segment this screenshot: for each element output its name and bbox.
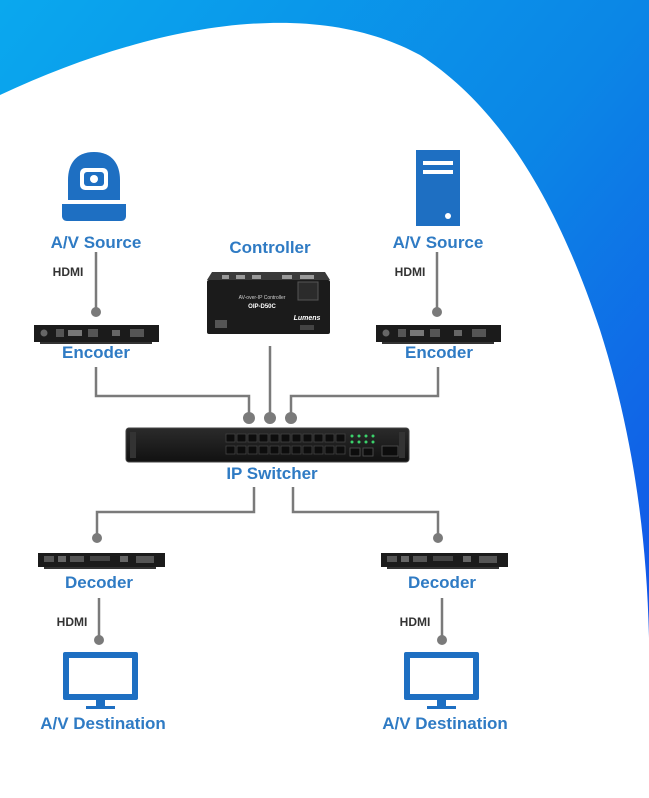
encoder-left-label: Encoder bbox=[61, 343, 131, 362]
ip-switcher-device bbox=[125, 427, 410, 463]
controller-device: AV-over-IP Controller OIP-D50C Lumens bbox=[207, 272, 330, 334]
destination-right-label: A/V Destination bbox=[382, 714, 508, 733]
ptz-camera-icon bbox=[62, 152, 126, 221]
controller-label: Controller bbox=[229, 238, 311, 257]
destination-left-label: A/V Destination bbox=[40, 714, 166, 733]
ip-switcher-label: IP Switcher bbox=[226, 464, 318, 483]
encoder-right-label: Encoder bbox=[404, 343, 474, 362]
encoder-right-device bbox=[376, 325, 501, 344]
svg-text:AV-over-IP Controller: AV-over-IP Controller bbox=[239, 295, 286, 301]
monitor-icon bbox=[63, 652, 138, 709]
hdmi-label-source-left: HDMI bbox=[52, 265, 84, 279]
connector-dots bbox=[91, 307, 447, 645]
connector-lines bbox=[94, 252, 444, 640]
decoder-left-device bbox=[38, 553, 165, 569]
decoder-right-device bbox=[381, 553, 508, 569]
lumens-logo-text: Lumens bbox=[294, 315, 321, 322]
hdmi-label-decoder-right: HDMI bbox=[399, 615, 431, 629]
decoder-right-label: Decoder bbox=[407, 573, 477, 592]
decoder-left-label: Decoder bbox=[64, 573, 134, 592]
encoder-left-device bbox=[34, 325, 159, 344]
hdmi-label-decoder-left: HDMI bbox=[56, 615, 88, 629]
source-right-label: A/V Source bbox=[392, 233, 484, 252]
hdmi-label-source-right: HDMI bbox=[394, 265, 426, 279]
server-tower-icon bbox=[416, 150, 460, 226]
monitor-icon bbox=[404, 652, 479, 709]
source-left-label: A/V Source bbox=[50, 233, 142, 252]
white-card bbox=[0, 22, 649, 798]
controller-model: OIP-D50C bbox=[248, 304, 276, 310]
